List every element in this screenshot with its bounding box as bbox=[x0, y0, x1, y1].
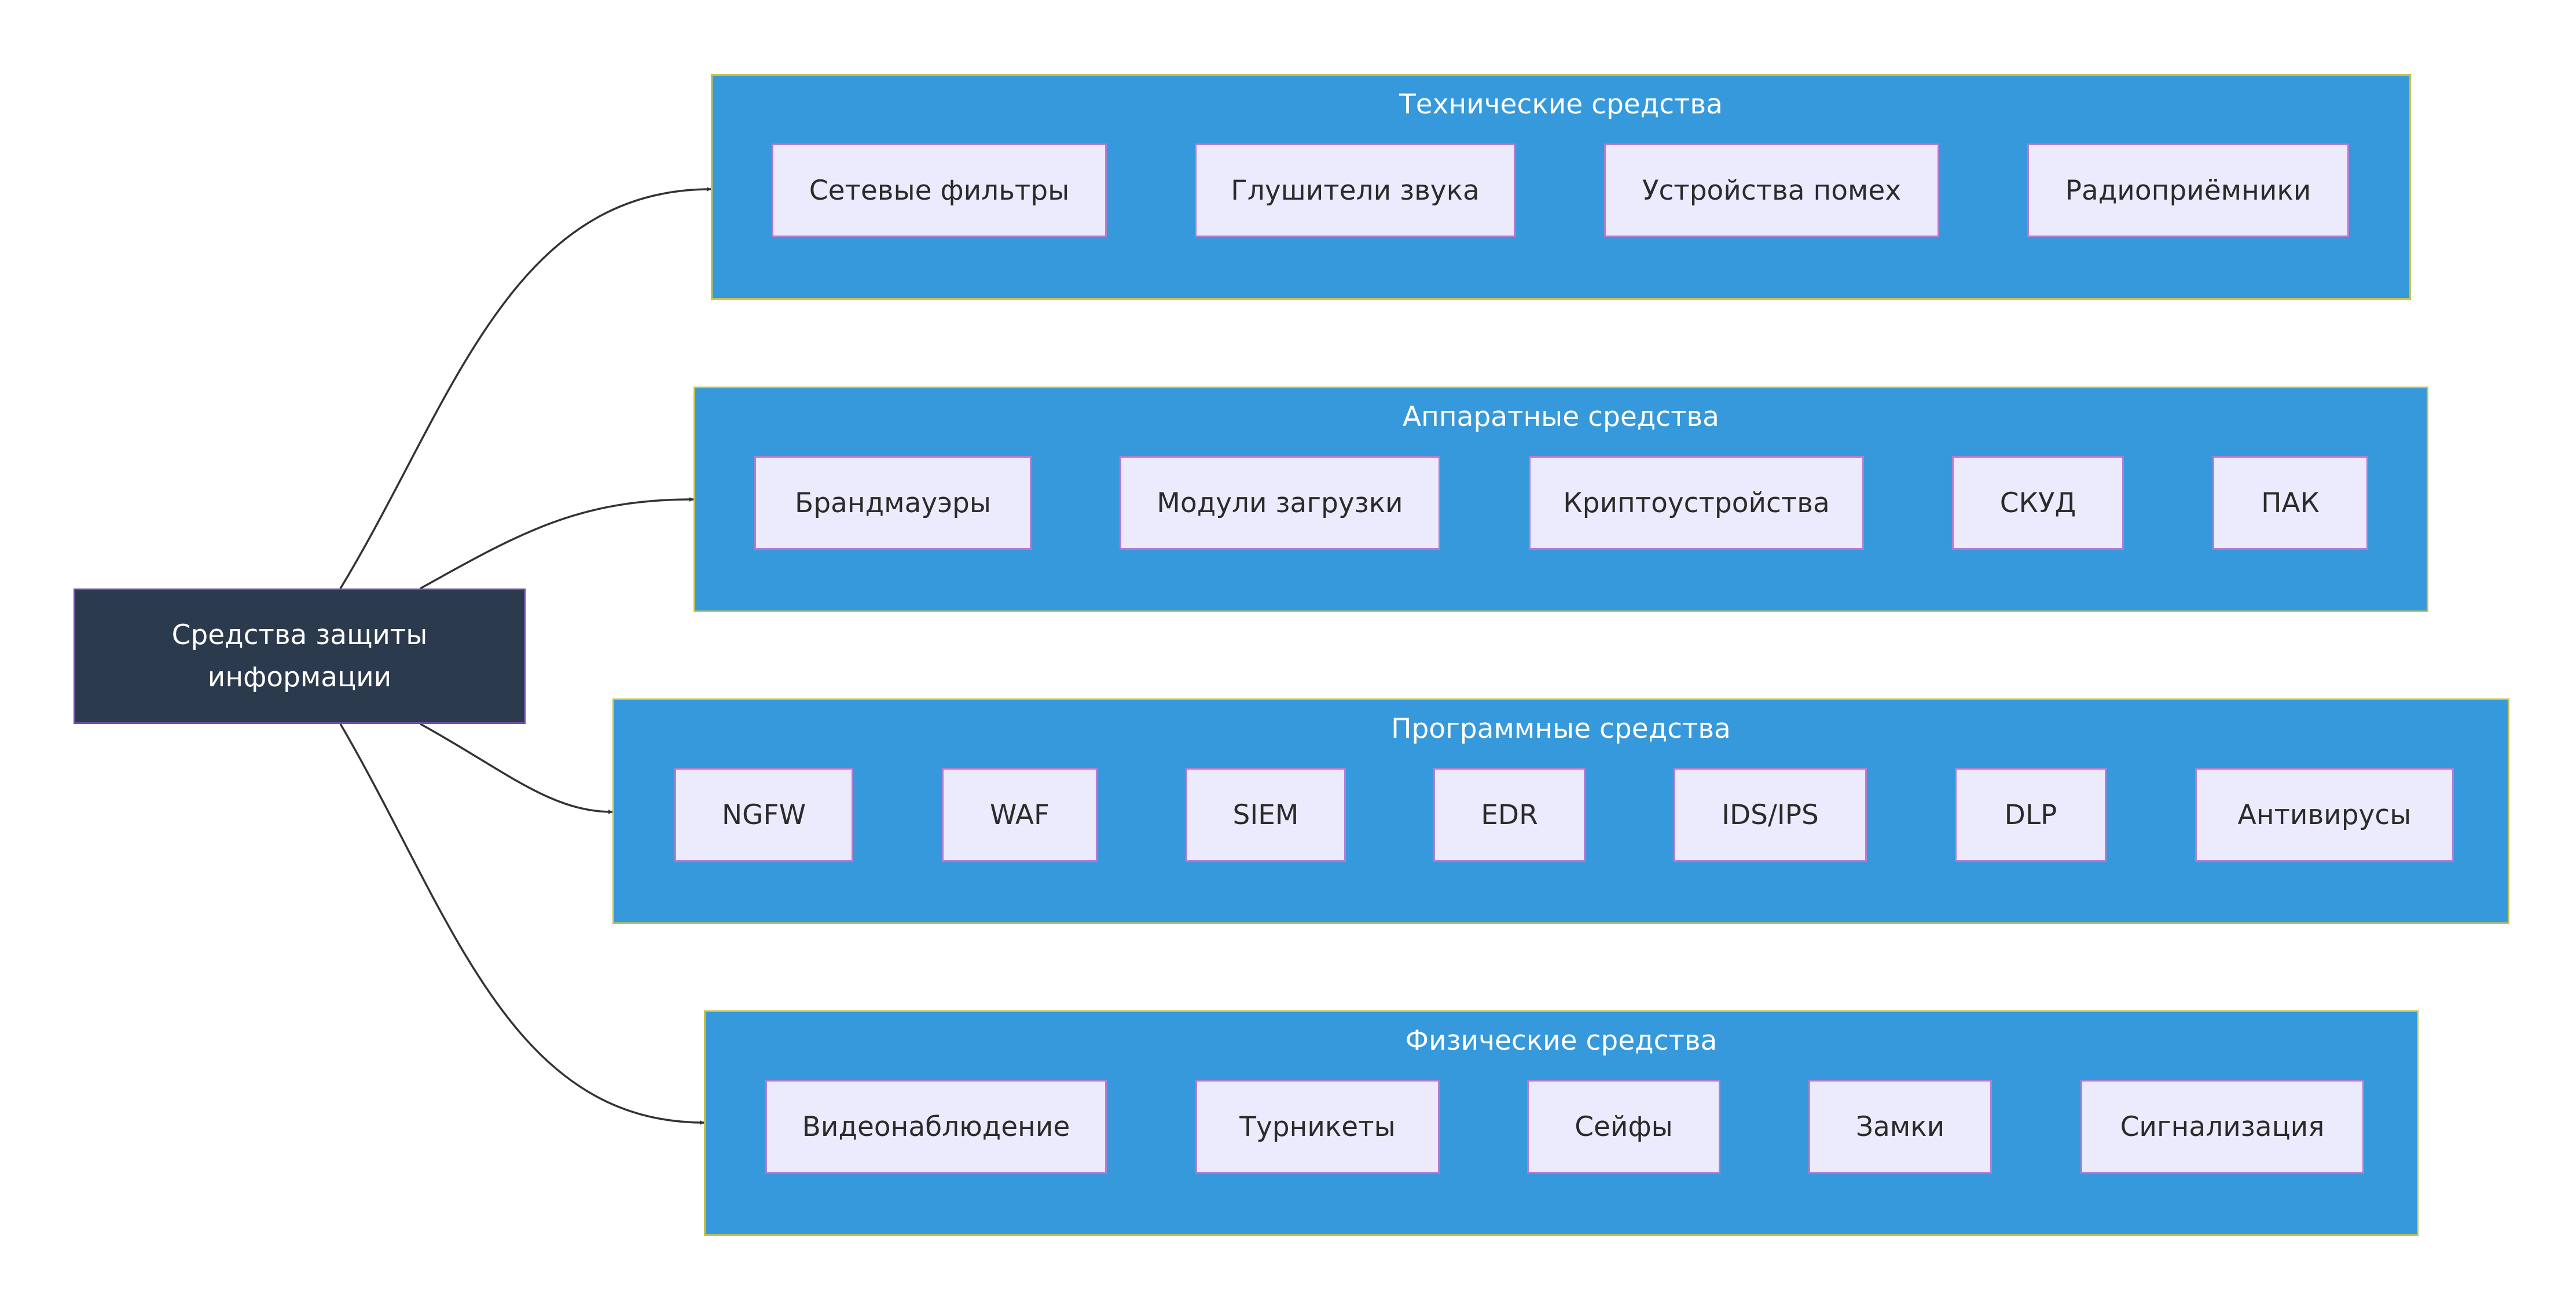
root-node-line2: информации bbox=[207, 661, 392, 693]
item-crypto-devices[interactable]: Криптоустройства bbox=[1529, 456, 1864, 550]
edge-physical bbox=[339, 723, 704, 1125]
root-node[interactable]: Средства защиты информации bbox=[74, 589, 526, 724]
group-technical: Технические средства Сетевые фильтры Глу… bbox=[711, 74, 2411, 300]
group-hardware: Аппаратные средства Брандмауэры Модули з… bbox=[693, 387, 2428, 612]
group-physical: Физические средства Видеонаблюдение Турн… bbox=[704, 1010, 2419, 1236]
group-title: Программные средства bbox=[1391, 713, 1731, 745]
edge-hardware bbox=[420, 497, 694, 590]
group-software: Программные средства NGFW WAF SIEM EDR I… bbox=[612, 698, 2509, 924]
group-title: Физические средства bbox=[1405, 1025, 1718, 1057]
item-video-surveillance[interactable]: Видеонаблюдение bbox=[765, 1080, 1107, 1174]
item-network-filters[interactable]: Сетевые фильтры bbox=[772, 144, 1107, 237]
item-dlp[interactable]: DLP bbox=[1955, 768, 2107, 862]
group-title: Технические средства bbox=[1399, 89, 1723, 120]
item-sound-suppressors[interactable]: Глушители звука bbox=[1195, 144, 1515, 237]
group-title: Аппаратные средства bbox=[1403, 401, 1719, 433]
root-node-line1: Средства защиты bbox=[171, 619, 428, 651]
item-boot-modules[interactable]: Модули загрузки bbox=[1120, 456, 1440, 550]
item-jamming-devices[interactable]: Устройства помех bbox=[1604, 144, 1939, 237]
edge-technical bbox=[339, 187, 711, 589]
item-alarm[interactable]: Сигнализация bbox=[2080, 1080, 2364, 1174]
item-ids-ips[interactable]: IDS/IPS bbox=[1674, 768, 1867, 862]
item-locks[interactable]: Замки bbox=[1808, 1080, 1992, 1174]
edge-software bbox=[420, 723, 613, 814]
item-ngfw[interactable]: NGFW bbox=[674, 768, 853, 862]
item-radio-receivers[interactable]: Радиоприёмники bbox=[2027, 144, 2349, 237]
item-antivirus[interactable]: Антивирусы bbox=[2195, 768, 2454, 862]
item-pak[interactable]: ПАК bbox=[2212, 456, 2368, 550]
item-firewalls[interactable]: Брандмауэры bbox=[754, 456, 1032, 550]
item-safes[interactable]: Сейфы bbox=[1527, 1080, 1720, 1174]
item-skud[interactable]: СКУД bbox=[1952, 456, 2124, 550]
item-turnstiles[interactable]: Турникеты bbox=[1195, 1080, 1440, 1174]
item-waf[interactable]: WAF bbox=[942, 768, 1098, 862]
item-edr[interactable]: EDR bbox=[1433, 768, 1586, 862]
item-siem[interactable]: SIEM bbox=[1186, 768, 1346, 862]
